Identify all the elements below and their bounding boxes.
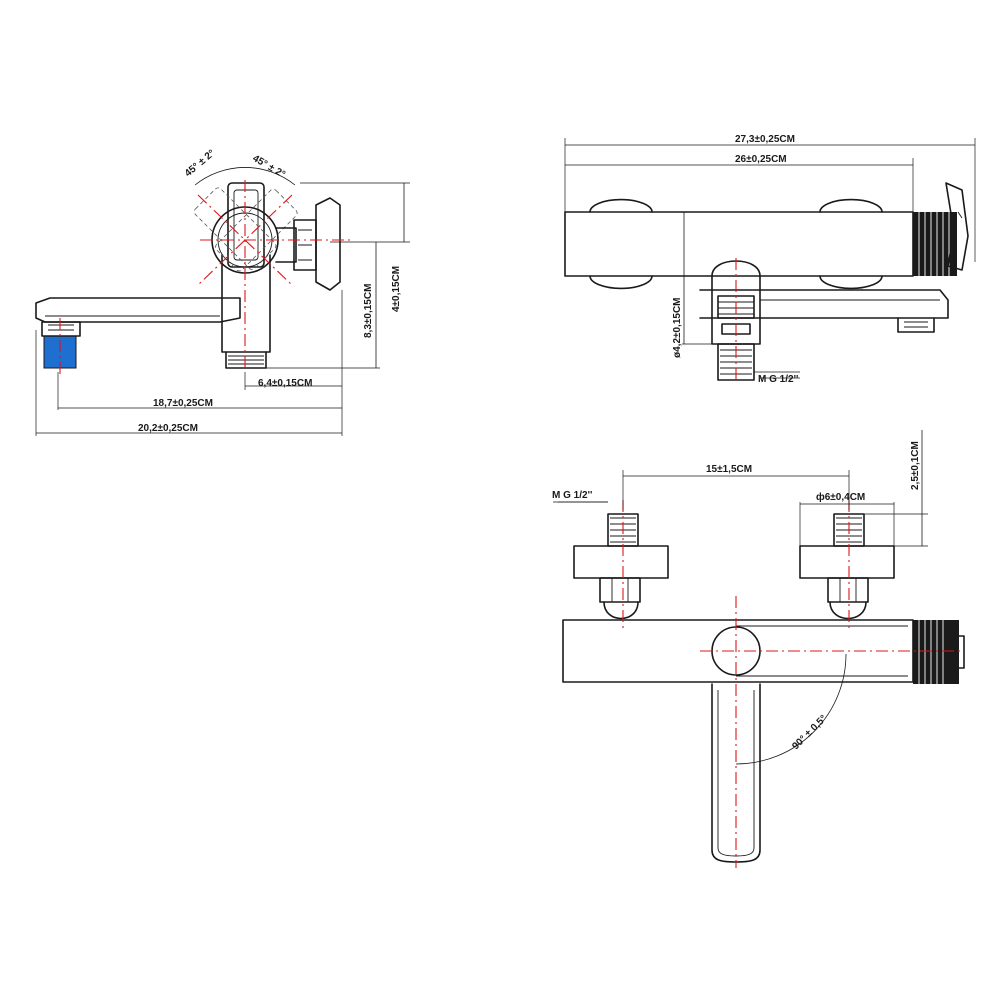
angle-lever-label: 90° ± 0,5° (790, 713, 829, 752)
spout-top (699, 289, 949, 319)
rotation-arc (194, 167, 296, 186)
front-view: 15±1,5CM M G 1/2'' ф6±0,4CM 2,5±0,1CM 90… (552, 430, 965, 868)
wall-flange (315, 197, 341, 291)
top-view: 27,3±0,25CM 26±0,25CM ø4,2±0,15CM M G 1/… (564, 134, 976, 385)
dim-eccentric-diameter: ф6±0,4CM (816, 491, 865, 503)
dim-inlet-spacing: 15±1,5CM (706, 464, 752, 475)
dim-thread-length: 2,5±0,1CM (910, 441, 921, 490)
side-view: 45° ± 2° 45° ± 2° 6,4±0,15CM 18,7±0,25CM… (35, 148, 410, 436)
lever-handle (227, 182, 265, 268)
dim-height-inner: 8,3±0,15CM (363, 284, 374, 338)
dim-inlet-diameter: ø4,2±0,15CM (672, 297, 683, 358)
dim-body-width: 26±0,25CM (735, 154, 787, 165)
valve-body (221, 254, 271, 353)
dim-outlet-length: 18,7±0,25CM (153, 398, 213, 409)
angle-right-label: 45° ± 2° (251, 153, 287, 180)
dim-total-width: 27,3±0,25CM (735, 134, 795, 145)
dim-outlet-offset: 6,4±0,15CM (258, 378, 312, 389)
dim-height-outer: 4±0,15CM (391, 266, 402, 312)
mixer-body-top (564, 211, 914, 277)
lever-angle-arc (735, 653, 847, 765)
dim-total-length: 20,2±0,25CM (138, 423, 198, 434)
thread-label-front: M G 1/2'' (552, 490, 592, 501)
control-knob (913, 212, 957, 276)
spout (35, 297, 241, 323)
thread-label-top: M G 1/2'' (758, 374, 798, 385)
inlet-thread-side (228, 355, 264, 365)
